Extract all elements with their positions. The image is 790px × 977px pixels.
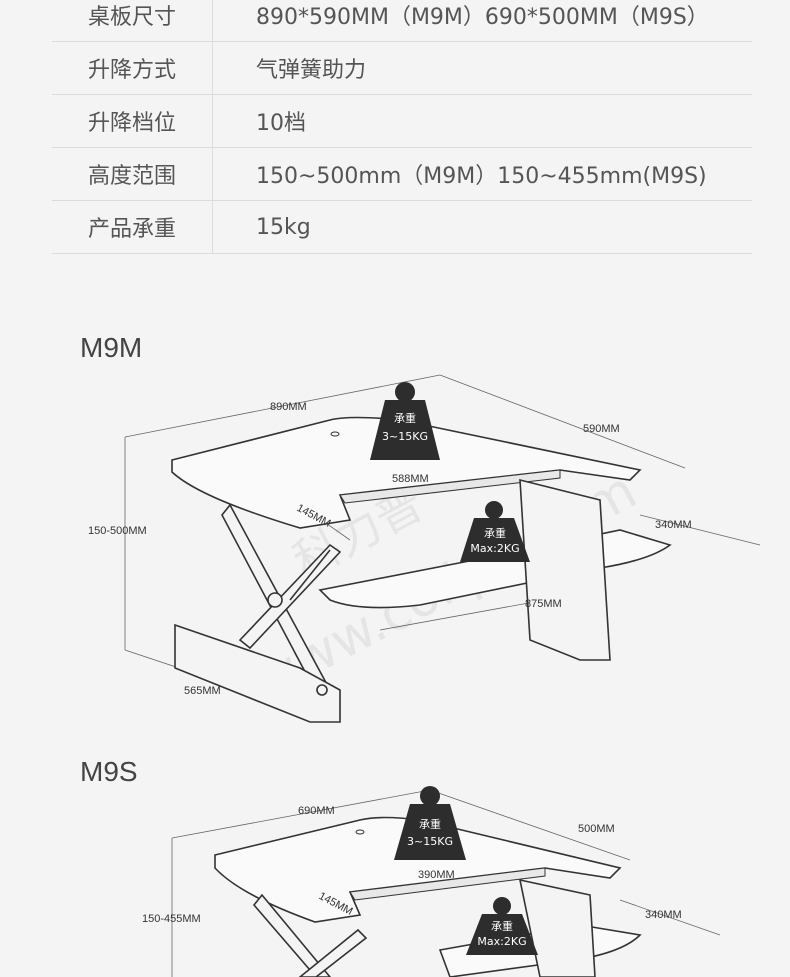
- spec-value: 气弹簧助力: [256, 58, 367, 83]
- dim-height-range: 150-500MM: [88, 525, 147, 537]
- top-load-value: 3~15KG: [407, 835, 453, 848]
- spec-value: 15kg: [256, 214, 311, 240]
- m9s-diagram: 承重 3~15KG 承重 Max:2KG 690MM 500MM 390MM 1…: [142, 786, 721, 977]
- spec-label: 升降方式: [87, 58, 176, 83]
- spec-label: 升降档位: [87, 111, 176, 136]
- spec-row: 升降方式 气弹簧助力: [52, 42, 752, 95]
- spec-row: 产品承重 15kg: [52, 201, 752, 254]
- tray-load-weight: 承重 Max:2KG: [466, 897, 538, 955]
- dim-base: 565MM: [184, 685, 221, 697]
- dim-tray-width: 875MM: [525, 598, 562, 610]
- tray-load-label: 承重: [491, 919, 513, 933]
- dim-depth: 590MM: [583, 423, 620, 435]
- spec-divider: [212, 42, 213, 94]
- top-load-weight: 承重 3~15KG: [370, 382, 440, 460]
- spec-value: 150~500mm（M9M）150~455mm(M9S): [256, 164, 707, 189]
- dim-height-range: 150-455MM: [142, 913, 201, 925]
- spec-row: 升降档位 10档: [52, 95, 752, 148]
- spec-divider: [212, 148, 213, 200]
- tray-load-label: 承重: [484, 526, 506, 540]
- spec-divider: [212, 0, 213, 41]
- dim-tray-depth: 340MM: [645, 909, 682, 921]
- tray-load-weight: 承重 Max:2KG: [460, 501, 530, 562]
- spec-label: 产品承重: [87, 217, 176, 242]
- top-load-label: 承重: [394, 411, 416, 425]
- top-load-weight: 承重 3~15KG: [394, 786, 466, 860]
- model-title-m9m: M9M: [80, 332, 143, 363]
- spec-value: 10档: [256, 111, 306, 136]
- dim-tray-depth: 340MM: [655, 519, 692, 531]
- dim-inner-width: 390MM: [418, 869, 455, 881]
- spec-divider: [212, 201, 213, 253]
- spec-row: 桌板尺寸 890*590MM（M9M）690*500MM（M9S）: [52, 0, 752, 42]
- spec-label: 桌板尺寸: [87, 5, 176, 30]
- tray-load-value: Max:2KG: [470, 542, 519, 555]
- dim-width: 690MM: [298, 805, 335, 817]
- dim-depth: 500MM: [578, 823, 615, 835]
- top-load-value: 3~15KG: [382, 430, 428, 443]
- model-title-m9s: M9S: [80, 756, 138, 787]
- dim-width: 890MM: [270, 401, 307, 413]
- dim-inner-width: 588MM: [392, 473, 429, 485]
- spec-table: 桌板尺寸 890*590MM（M9M）690*500MM（M9S） 升降方式 气…: [52, 0, 752, 266]
- spec-value: 890*590MM（M9M）690*500MM（M9S）: [256, 5, 709, 30]
- spec-divider: [212, 95, 213, 147]
- top-load-label: 承重: [419, 817, 441, 831]
- m9m-diagram: 科力普 www.colipu.com 承重 3~15KG 承重: [88, 374, 761, 723]
- spec-row: 高度范围 150~500mm（M9M）150~455mm(M9S): [52, 148, 752, 201]
- tray-load-value: Max:2KG: [477, 935, 526, 948]
- spec-label: 高度范围: [87, 164, 176, 189]
